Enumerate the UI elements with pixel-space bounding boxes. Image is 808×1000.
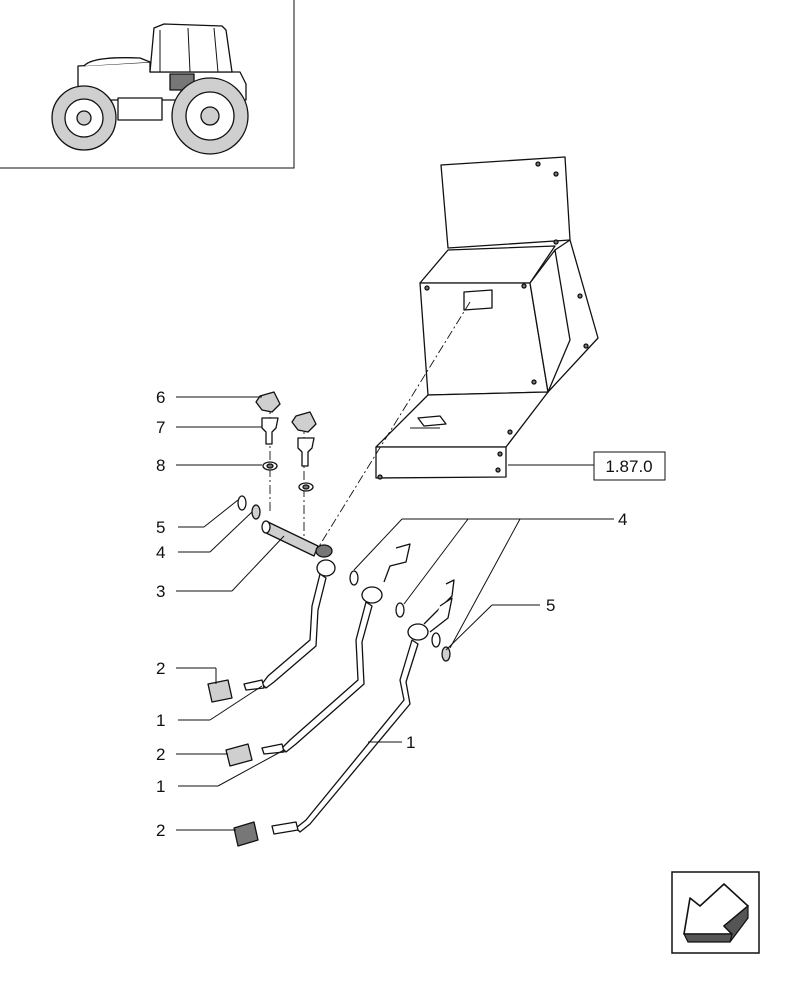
lever-knob <box>207 679 233 703</box>
clip-washers-left <box>237 495 261 520</box>
callout-8: 8 <box>156 456 165 475</box>
thumbnail-frame <box>0 0 295 169</box>
bolt <box>297 437 315 467</box>
callout-2-bottom: 2 <box>156 821 165 840</box>
previous-page-arrow-icon[interactable] <box>671 871 760 954</box>
leader-lines <box>176 396 614 831</box>
callout-6: 6 <box>156 388 165 407</box>
callout-2-middle: 2 <box>156 745 165 764</box>
latch-plate <box>463 289 493 311</box>
control-lever <box>261 543 411 755</box>
bolt <box>261 417 279 445</box>
lever-knob <box>225 743 253 767</box>
knob <box>291 411 317 433</box>
callout-5-right: 5 <box>546 596 555 615</box>
callout-1-lower: 1 <box>156 777 165 796</box>
callout-2-top: 2 <box>156 659 165 678</box>
knob-bolt-assembly <box>255 391 317 492</box>
callout-4-left: 4 <box>156 543 165 562</box>
reference-box-frame <box>593 451 666 481</box>
tool-box-housing <box>375 156 599 480</box>
callout-1-upper: 1 <box>156 711 165 730</box>
callout-7: 7 <box>156 418 165 437</box>
control-lever <box>271 579 455 835</box>
callout-4-right: 4 <box>618 510 627 529</box>
box-lid <box>440 156 571 249</box>
callout-5-left: 5 <box>156 518 165 537</box>
callout-1-right: 1 <box>406 733 415 752</box>
box-base-top <box>375 391 549 448</box>
lever-knob <box>233 821 259 847</box>
box-base-front <box>375 446 507 479</box>
reference-box-label: 1.87.0 <box>605 457 652 476</box>
circlip <box>237 495 247 511</box>
callout-labels: 6 7 8 5 4 3 4 5 2 1 2 1 1 2 <box>156 388 627 840</box>
circlip <box>349 570 359 586</box>
washer <box>441 646 451 662</box>
tractor-thumbnail <box>0 0 295 169</box>
tractor-illustration <box>51 23 249 155</box>
control-lever <box>243 559 336 691</box>
callout-3: 3 <box>156 582 165 601</box>
reference-box: 1.87.0 <box>593 451 666 481</box>
washer <box>251 504 261 520</box>
pivot-shaft <box>261 520 333 558</box>
knob <box>255 391 281 413</box>
circlip <box>395 602 405 618</box>
circlip <box>431 632 441 648</box>
